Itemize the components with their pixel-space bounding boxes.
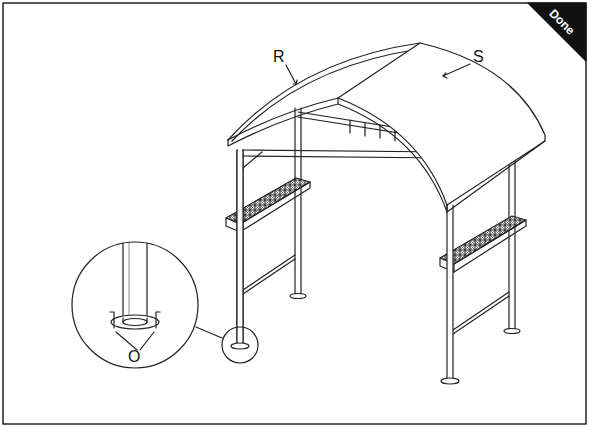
detail-leader — [196, 327, 222, 338]
detail-marker — [222, 327, 258, 363]
arrow-head — [443, 73, 447, 78]
arrow-head — [293, 80, 297, 84]
callout-letter: R — [273, 49, 285, 65]
frame-border — [3, 3, 586, 424]
detail-inset — [72, 242, 198, 368]
callout-letter: S — [473, 49, 484, 65]
lower-rails — [243, 255, 509, 334]
leader-line — [443, 64, 470, 76]
done-corner — [528, 3, 586, 61]
front-beam — [243, 150, 447, 170]
roof-panel-s — [338, 43, 545, 212]
leader-line — [286, 65, 296, 84]
front-legs — [231, 150, 459, 384]
callout-letter: O — [128, 349, 140, 365]
